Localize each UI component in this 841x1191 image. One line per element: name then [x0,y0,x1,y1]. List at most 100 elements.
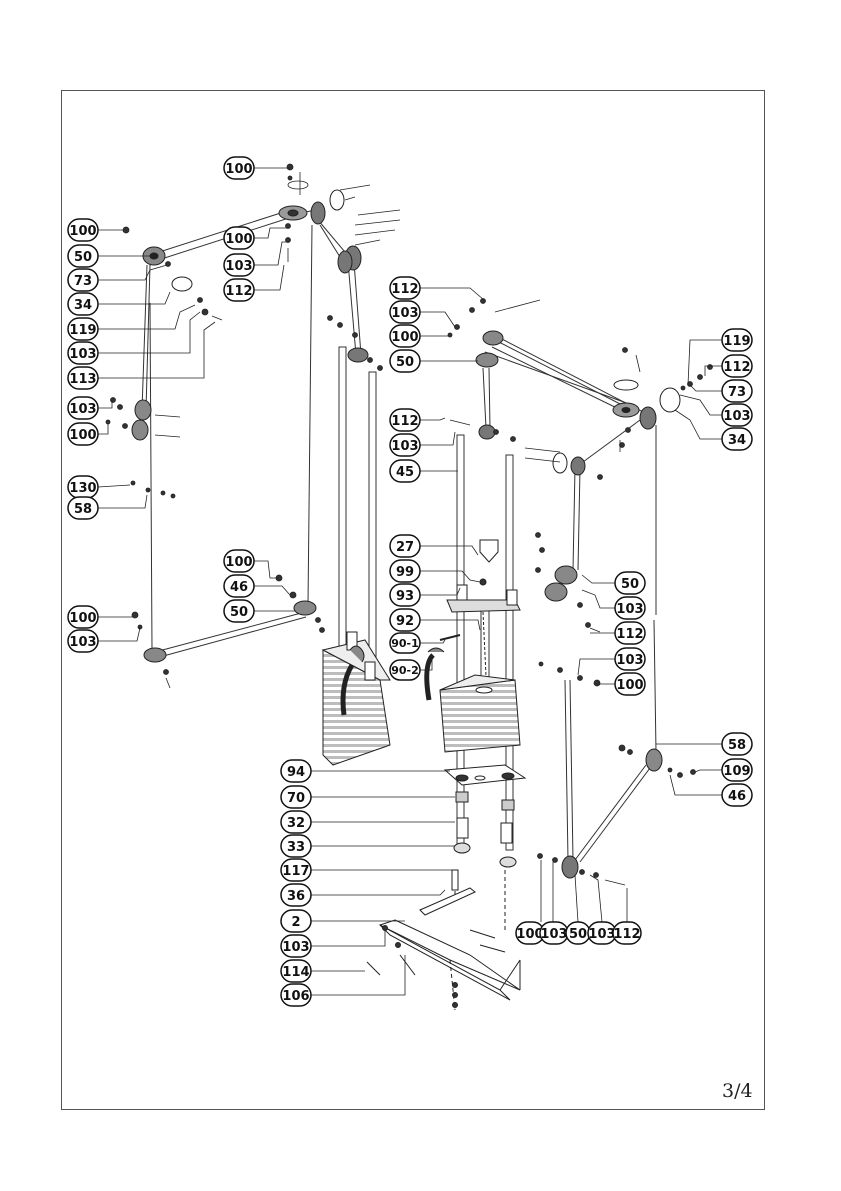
svg-text:73: 73 [74,274,92,289]
svg-text:100: 100 [391,330,418,345]
svg-text:114: 114 [282,965,309,980]
svg-text:32: 32 [287,816,305,831]
callout-bubble: 94 [281,760,311,782]
svg-text:2: 2 [291,915,300,930]
svg-text:119: 119 [69,323,96,338]
svg-text:100: 100 [69,611,96,626]
callout-bubble: 103 [68,630,98,652]
callout-bubble: 119 [68,318,98,340]
svg-text:27: 27 [396,540,414,555]
callout-bubble: 90-1 [390,633,420,653]
callout-bubble: 103 [615,648,645,670]
svg-text:45: 45 [396,465,414,480]
callout-bubble: 2 [281,910,311,932]
callout-bubble: 50 [615,572,645,594]
callout-bubble: 112 [613,922,641,944]
svg-text:103: 103 [540,927,567,942]
callout-bubble: 103 [540,922,568,944]
svg-text:50: 50 [74,250,92,265]
svg-text:50: 50 [569,927,587,942]
svg-text:112: 112 [391,282,418,297]
svg-text:112: 112 [723,360,750,375]
svg-text:103: 103 [282,940,309,955]
svg-text:50: 50 [396,355,414,370]
svg-text:103: 103 [69,635,96,650]
callout-bubble: 114 [281,960,311,982]
callout-bubble: 27 [390,535,420,557]
callout-bubble: 112 [224,279,254,301]
callout-bubble: 117 [281,859,311,881]
callout-bubble: 103 [615,597,645,619]
callout-bubble: 36 [281,884,311,906]
callout-bubble: 50 [566,922,590,944]
base-assembly [367,765,525,1010]
svg-text:90-2: 90-2 [391,664,419,677]
svg-text:117: 117 [282,864,309,879]
svg-text:103: 103 [723,409,750,424]
callout-bubble: 109 [722,759,752,781]
svg-text:46: 46 [728,789,746,804]
callout-bubble: 103 [588,922,616,944]
svg-text:100: 100 [69,428,96,443]
callout-bubble: 73 [68,269,98,291]
callout-bubble: 112 [722,355,752,377]
callout-bubble: 100 [390,325,420,347]
svg-text:112: 112 [616,627,643,642]
svg-text:100: 100 [616,678,643,693]
svg-text:109: 109 [723,764,750,779]
svg-text:112: 112 [225,284,252,299]
svg-text:58: 58 [728,738,746,753]
svg-text:92: 92 [396,614,414,629]
callout-bubble: 99 [390,560,420,582]
callout-bubble: 50 [224,600,254,622]
callouts: 100 100 50 100 103 112 73 34 119 103 113… [68,157,752,1006]
callout-bubble: 103 [390,301,420,323]
svg-text:46: 46 [230,580,248,595]
callout-bubble: 100 [68,423,98,445]
callout-bubble: 103 [722,404,752,426]
callout-bubble: 100 [68,606,98,628]
left-weight-stack [323,632,390,765]
callout-bubble: 106 [281,984,311,1006]
callout-bubble: 70 [281,786,311,808]
callout-bubble: 103 [68,342,98,364]
svg-text:103: 103 [69,402,96,417]
svg-text:103: 103 [391,306,418,321]
svg-text:130: 130 [69,481,96,496]
svg-text:36: 36 [287,889,305,904]
svg-text:99: 99 [396,565,414,580]
callout-bubble: 46 [722,784,752,806]
svg-text:103: 103 [391,439,418,454]
callout-bubble: 92 [390,609,420,631]
svg-text:90-1: 90-1 [391,637,419,650]
callout-bubble: 100 [224,550,254,572]
svg-text:50: 50 [621,577,639,592]
svg-text:103: 103 [588,927,615,942]
callout-bubble: 33 [281,835,311,857]
svg-text:100: 100 [225,232,252,247]
svg-text:112: 112 [391,414,418,429]
svg-text:119: 119 [723,334,750,349]
callout-bubble: 93 [390,584,420,606]
svg-text:106: 106 [282,989,309,1004]
callout-bubble: 32 [281,811,311,833]
callout-bubble: 100 [224,157,254,179]
callout-bubble: 34 [722,428,752,450]
callout-bubble: 103 [390,434,420,456]
svg-text:100: 100 [225,162,252,177]
svg-text:34: 34 [728,433,746,448]
svg-text:70: 70 [287,791,305,806]
callout-bubble: 113 [68,367,98,389]
svg-text:94: 94 [287,765,305,780]
callout-bubble: 50 [68,245,98,267]
svg-text:100: 100 [69,224,96,239]
callout-bubble: 103 [224,254,254,276]
callout-bubble: 112 [615,622,645,644]
callout-bubble: 130 [68,476,98,498]
svg-text:33: 33 [287,840,305,855]
callout-bubble: 73 [722,380,752,402]
callout-bubble: 112 [390,409,420,431]
callout-bubble: 103 [281,935,311,957]
callout-bubble: 58 [722,733,752,755]
svg-text:103: 103 [616,602,643,617]
